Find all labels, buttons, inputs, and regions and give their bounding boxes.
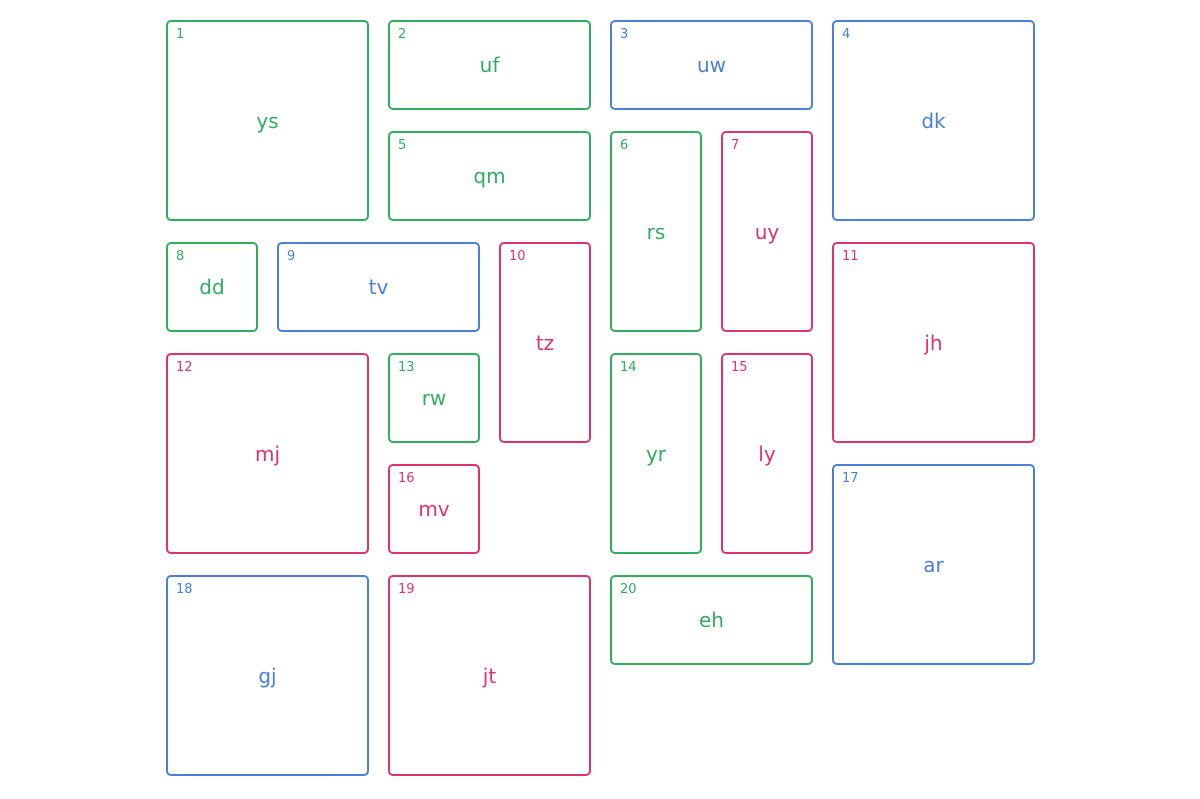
box-6[interactable]: 6 rs <box>610 131 702 332</box>
box-number: 14 <box>620 360 637 375</box>
box-label: tv <box>368 275 389 299</box>
box-14[interactable]: 14 yr <box>610 353 702 554</box>
box-label: ly <box>758 441 776 466</box>
box-label: uy <box>754 219 780 244</box>
box-number: 15 <box>731 360 748 375</box>
box-number: 11 <box>842 249 859 264</box>
box-number: 13 <box>398 360 415 375</box>
box-15[interactable]: 15 ly <box>721 353 813 554</box>
box-label: mv <box>418 497 450 521</box>
box-label: ar <box>923 552 944 577</box>
box-number: 16 <box>398 471 415 486</box>
box-7[interactable]: 7 uy <box>721 131 813 332</box>
box-number: 19 <box>398 582 415 597</box>
box-4[interactable]: 4 dk <box>832 20 1035 221</box>
box-label: ys <box>256 108 279 133</box>
box-number: 1 <box>176 27 185 42</box>
box-20[interactable]: 20 eh <box>610 575 813 665</box>
box-3[interactable]: 3 uw <box>610 20 813 110</box>
box-number: 12 <box>176 360 193 375</box>
box-number: 2 <box>398 27 407 42</box>
box-label: uw <box>696 53 727 77</box>
box-label: rs <box>646 219 666 244</box>
box-5[interactable]: 5 qm <box>388 131 591 221</box>
box-18[interactable]: 18 gj <box>166 575 369 776</box>
box-label: eh <box>699 608 724 632</box>
box-17[interactable]: 17 ar <box>832 464 1035 665</box>
box-label: tz <box>535 330 555 355</box>
box-label: yr <box>645 441 667 466</box>
box-number: 18 <box>176 582 193 597</box>
box-19[interactable]: 19 jt <box>388 575 591 776</box>
box-number: 20 <box>620 582 637 597</box>
box-label: uf <box>479 53 500 77</box>
box-8[interactable]: 8 dd <box>166 242 258 332</box>
box-label: rw <box>421 386 447 410</box>
box-label: gj <box>258 663 277 688</box>
box-number: 4 <box>842 27 851 42</box>
box-label: jh <box>924 330 943 355</box>
box-number: 10 <box>509 249 526 264</box>
box-label: dd <box>199 275 225 299</box>
box-11[interactable]: 11 jh <box>832 242 1035 443</box>
box-label: dk <box>921 108 946 133</box>
box-13[interactable]: 13 rw <box>388 353 480 443</box>
box-number: 3 <box>620 27 629 42</box>
box-label: jt <box>482 663 497 688</box>
box-label: qm <box>473 164 506 188</box>
box-9[interactable]: 9 tv <box>277 242 480 332</box>
box-label: mj <box>254 441 281 466</box>
box-number: 8 <box>176 249 185 264</box>
box-number: 17 <box>842 471 859 486</box>
box-number: 9 <box>287 249 296 264</box>
box-12[interactable]: 12 mj <box>166 353 369 554</box>
box-number: 5 <box>398 138 407 153</box>
box-number: 7 <box>731 138 740 153</box>
box-10[interactable]: 10 tz <box>499 242 591 443</box>
box-2[interactable]: 2 uf <box>388 20 591 110</box>
box-1[interactable]: 1 ys <box>166 20 369 221</box>
box-number: 6 <box>620 138 629 153</box>
